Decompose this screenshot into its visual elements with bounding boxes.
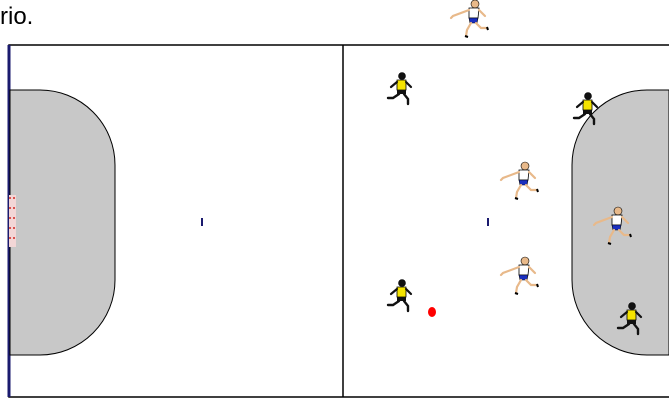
defender-player-icon (451, 0, 488, 37)
attacker-player-icon (388, 280, 411, 312)
defender-player-icon (501, 257, 538, 294)
ball (428, 307, 436, 317)
left-goal-area (10, 90, 115, 355)
left-goal-net (9, 195, 16, 247)
defender-player-icon (501, 162, 538, 199)
attacker-player-icon (388, 73, 411, 105)
attacker-player-icon (574, 93, 597, 125)
